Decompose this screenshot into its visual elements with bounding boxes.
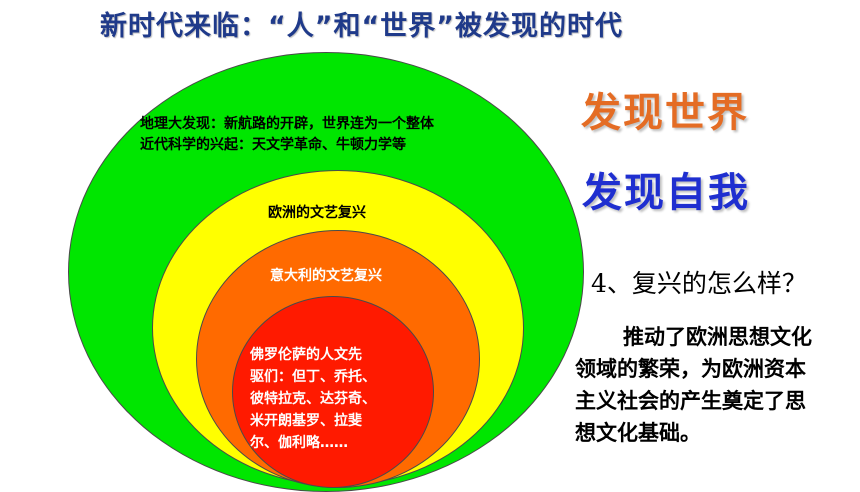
inner-circle-line-4: 米开朗基罗、拉斐 <box>250 413 362 429</box>
inner-circle-line-1: 佛罗伦萨的人文先 <box>250 347 362 363</box>
outer-circle-line-2: 近代科学的兴起：天文学革命、牛顿力学等 <box>140 137 406 153</box>
inner-circle-florence-humanists <box>232 296 434 488</box>
outer-circle-line-1: 地理大发现：新航路的开辟，世界连为一个整体 <box>140 116 434 132</box>
third-circle-label: 意大利的文艺复兴 <box>270 268 382 284</box>
inner-circle-line-2: 驱们：但丁、乔托、 <box>250 369 376 385</box>
second-circle-label: 欧洲的文艺复兴 <box>268 205 366 221</box>
answer-text: 推动了欧洲思想文化 领域的繁荣，为欧洲资本 主义社会的产生奠定了思 想文化基础。 <box>575 321 855 449</box>
discover-world-heading: 发现世界 <box>581 90 749 136</box>
answer-line-3: 主义社会的产生奠定了思 <box>575 389 806 413</box>
answer-line-4: 想文化基础。 <box>575 421 701 445</box>
slide-title: 新时代来临：“人”和“世界”被发现的时代 <box>100 11 623 42</box>
discover-self-heading: 发现自我 <box>582 170 750 216</box>
inner-circle-text: 佛罗伦萨的人文先 驱们：但丁、乔托、 彼特拉克、达芬奇、 米开朗基罗、拉斐 尔、… <box>250 344 376 454</box>
answer-line-2: 领域的繁荣，为欧洲资本 <box>575 357 806 381</box>
inner-circle-line-3: 彼特拉克、达芬奇、 <box>250 391 376 407</box>
outer-circle-text: 地理大发现：新航路的开辟，世界连为一个整体 近代科学的兴起：天文学革命、牛顿力学… <box>140 114 434 156</box>
question-text: 4、复兴的怎么样？ <box>591 269 807 298</box>
answer-line-1: 推动了欧洲思想文化 <box>623 325 812 349</box>
inner-circle-line-5: 尔、伽利略…… <box>250 435 348 451</box>
